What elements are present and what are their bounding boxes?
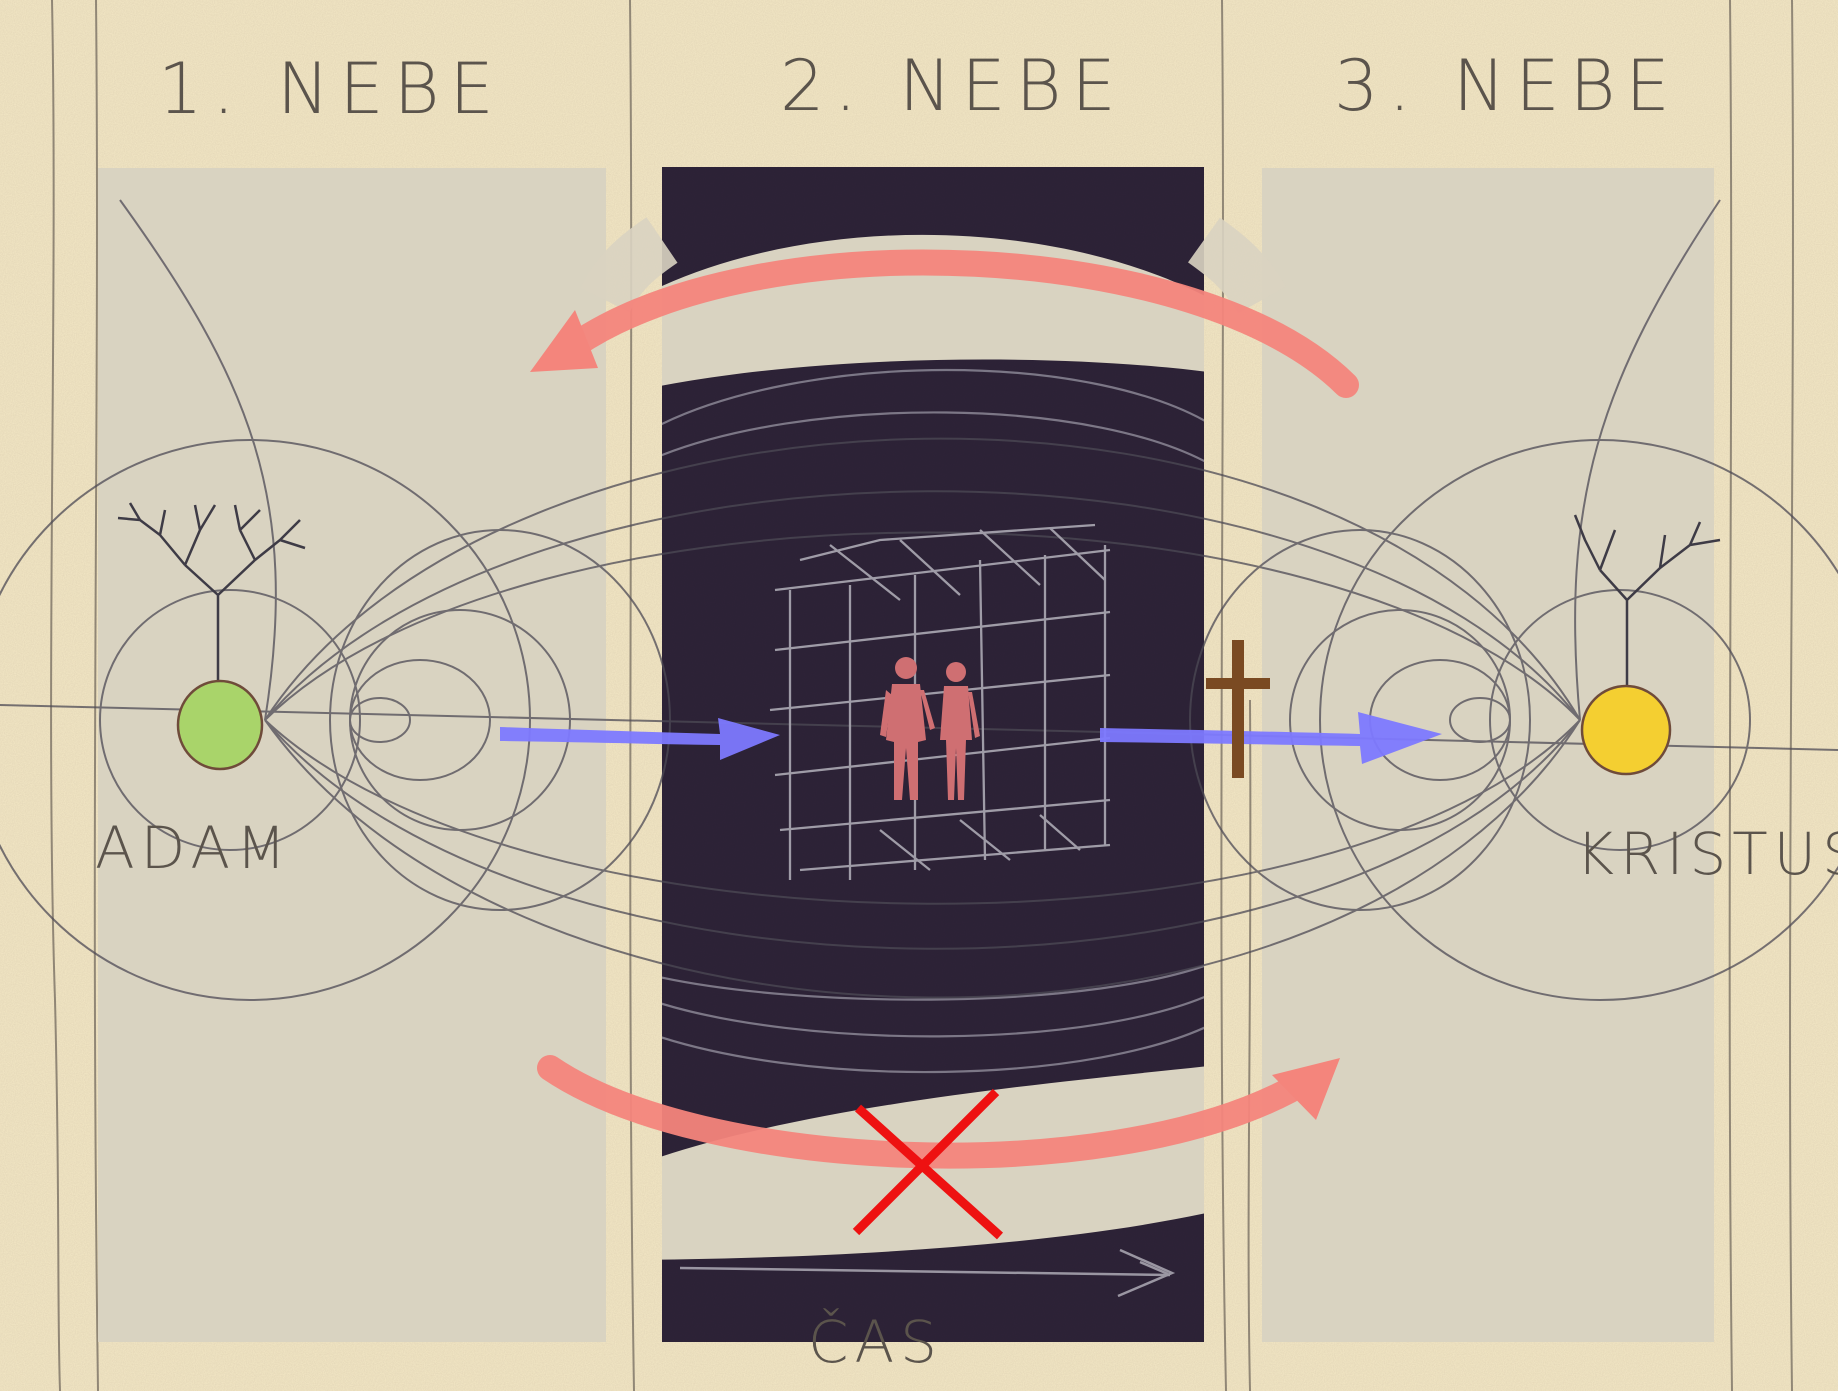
x-mark-icon — [852, 1088, 1004, 1240]
blue-arrow-right — [1100, 712, 1442, 764]
lens-rim — [580, 217, 1286, 315]
heading-third-heaven: 3. NEBE — [1334, 45, 1680, 127]
time-arrow — [679, 1248, 1176, 1298]
salmon-arrowhead-top — [530, 310, 598, 372]
adam-label: ADAM — [95, 814, 292, 882]
cross-icon — [1206, 640, 1270, 778]
salmon-arrowhead-bottom — [1272, 1058, 1340, 1120]
adam-node — [176, 679, 264, 771]
kristus-label: KRISTUS — [1576, 820, 1838, 888]
time-label: ČAS — [808, 1307, 943, 1376]
left-tree-icon — [117, 502, 306, 685]
salmon-arrow-top — [562, 249, 1359, 398]
heading-second-heaven: 2. NEBE — [780, 45, 1126, 127]
human-couple-icon — [880, 657, 980, 800]
right-tree-icon — [1573, 514, 1721, 690]
blue-arrow-left — [500, 718, 780, 760]
column-lines — [50, 0, 1794, 1391]
kristus-node — [1580, 684, 1672, 776]
first-heaven-panel — [98, 168, 606, 1342]
heading-first-heaven: 1. NEBE — [158, 48, 504, 130]
